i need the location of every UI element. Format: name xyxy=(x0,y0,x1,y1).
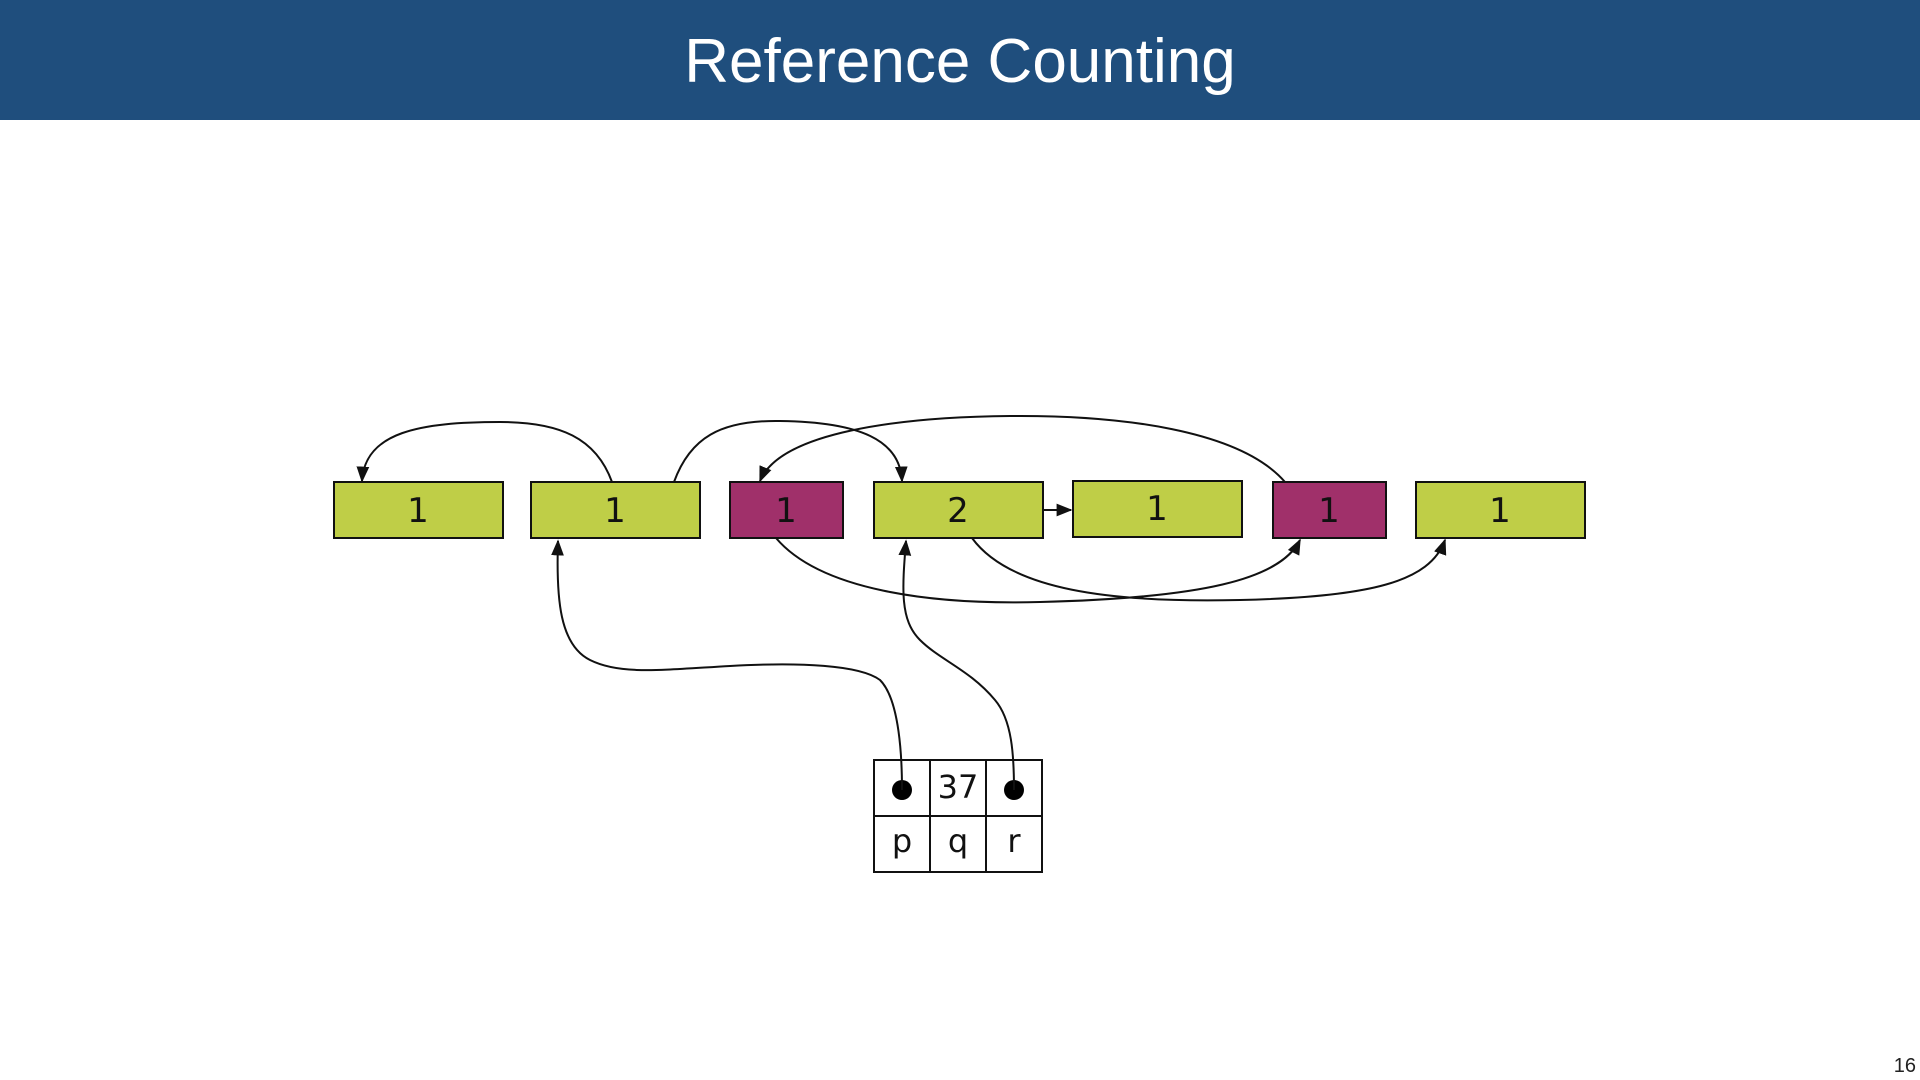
field-name-q: q xyxy=(948,822,968,860)
pointer-arrow-2-to-1 xyxy=(356,420,613,483)
heap-object-box xyxy=(1272,481,1387,539)
slide-title: Reference Counting xyxy=(684,27,1236,96)
heap-object-box xyxy=(1415,481,1586,539)
heap-object-2: 1 xyxy=(530,481,701,539)
pointer-arrow-p-to-2 xyxy=(551,539,903,791)
root-record: 37 p q r xyxy=(873,759,1043,873)
ref-count-label: 1 xyxy=(1489,491,1511,531)
heap-object-1: 1 xyxy=(333,481,504,539)
pointer-arrow-r-to-4 xyxy=(898,539,1015,791)
ref-count-label: 1 xyxy=(1318,491,1340,531)
heap-object-5: 1 xyxy=(1072,480,1243,538)
root-cell-r-label xyxy=(985,815,1043,873)
pointer-arrow-2-to-4 xyxy=(673,419,908,483)
heap-object-box xyxy=(530,481,701,539)
ref-count-label: 1 xyxy=(1146,489,1168,529)
field-name-r: r xyxy=(1007,822,1021,860)
root-cell-p-label xyxy=(873,815,931,873)
heap-object-box xyxy=(1072,480,1243,538)
pointer-arrow-6-to-3 xyxy=(759,414,1286,483)
heap-object-box xyxy=(729,481,844,539)
pointer-arrow-4-to-7 xyxy=(971,537,1447,602)
field-value-q: 37 xyxy=(938,768,979,806)
title-bar: Reference Counting xyxy=(0,0,1920,120)
page-number: 16 xyxy=(1893,1055,1916,1077)
ref-count-label: 1 xyxy=(407,491,429,531)
heap-object-box xyxy=(873,481,1044,539)
heap-object-3-garbage: 1 xyxy=(729,481,844,539)
heap-object-4: 2 xyxy=(873,481,1044,539)
ref-count-label: 2 xyxy=(947,491,969,531)
ref-count-label: 1 xyxy=(604,491,626,531)
root-cell-q-value xyxy=(929,759,987,817)
ref-count-label: 1 xyxy=(775,491,797,531)
heap-object-box xyxy=(333,481,504,539)
field-name-p: p xyxy=(892,822,912,860)
pointer-arrow-3-to-6 xyxy=(775,537,1301,604)
heap-object-6-garbage: 1 xyxy=(1272,481,1387,539)
heap-object-7: 1 xyxy=(1415,481,1586,539)
